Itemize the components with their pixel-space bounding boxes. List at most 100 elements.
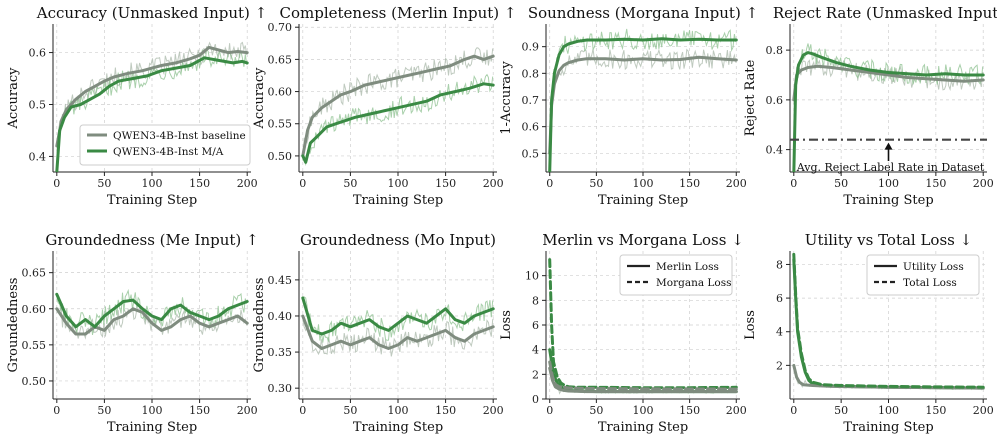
series-line — [301, 82, 495, 164]
plot-area — [792, 43, 985, 172]
y-tick-label: 10 — [525, 270, 539, 283]
y-tick-label: 0.9 — [522, 41, 540, 54]
chart-title: Soundness (Morgana Input) ↑ — [528, 4, 758, 22]
series-line — [792, 252, 985, 389]
y-tick-label: 0.65 — [268, 53, 293, 66]
chart-title: Reject Rate (Unmasked Input) — [773, 4, 997, 22]
plot-area — [55, 288, 249, 340]
legend-label: Morgana Loss — [656, 277, 732, 289]
legend-label: Utility Loss — [903, 261, 964, 273]
chart-title: Merlin vs Morgana Loss ↓ — [542, 231, 744, 249]
x-tick-label: 50 — [589, 177, 603, 190]
reference-line-label: Avg. Reject Label Rate in Dataset — [796, 161, 985, 174]
x-tick-label: 50 — [589, 404, 603, 417]
x-tick-label: 100 — [142, 177, 163, 190]
series-line — [548, 55, 738, 155]
x-tick-label: 200 — [237, 177, 258, 190]
series-line — [55, 292, 249, 329]
series-line — [55, 307, 249, 336]
series-line — [548, 37, 738, 172]
x-tick-label: 150 — [189, 177, 210, 190]
x-tick-label: 150 — [435, 177, 456, 190]
x-tick-label: 150 — [925, 177, 946, 190]
x-tick-label: 200 — [973, 177, 994, 190]
y-tick-label: 0.60 — [268, 86, 293, 99]
raw-trace — [549, 48, 737, 158]
x-tick-label: 100 — [878, 404, 899, 417]
y-tick-label: 0.6 — [766, 94, 784, 107]
y-tick-label: 0.50 — [22, 375, 47, 388]
y-axis-label: 1-Accuracy — [499, 61, 514, 135]
y-tick-label: 0.5 — [29, 98, 47, 111]
chart-title: Completeness (Merlin Input) ↑ — [280, 4, 517, 22]
x-tick-label: 200 — [237, 404, 258, 417]
series-line — [55, 45, 249, 148]
x-tick-label: 0 — [546, 404, 553, 417]
x-tick-label: 0 — [299, 177, 306, 190]
y-tick-label: 4 — [776, 326, 783, 339]
y-tick-label: 0.60 — [22, 303, 47, 316]
series-line — [548, 366, 738, 394]
chart-title: Groundedness (Me Input) ↑ — [45, 231, 258, 249]
x-tick-label: 100 — [142, 404, 163, 417]
x-tick-label: 200 — [483, 177, 504, 190]
series-line — [301, 54, 495, 158]
x-tick-label: 0 — [53, 177, 60, 190]
x-tick-label: 50 — [97, 177, 111, 190]
x-axis-label: Training Step — [843, 193, 933, 208]
y-tick-label: 0.7 — [522, 94, 540, 107]
x-tick-label: 0 — [299, 404, 306, 417]
x-tick-label: 0 — [790, 177, 797, 190]
y-tick-label: 0.8 — [522, 67, 540, 80]
y-tick-label: 0.8 — [766, 44, 784, 57]
legend-box — [79, 124, 251, 166]
chart-title: Accuracy (Unmasked Input) ↑ — [36, 4, 267, 22]
series-line — [792, 51, 985, 172]
plot-area — [301, 296, 495, 357]
y-axis-label: Groundedness — [252, 278, 267, 373]
x-axis-label: Training Step — [107, 193, 197, 208]
y-axis-label: Groundedness — [6, 278, 21, 373]
x-tick-label: 0 — [546, 177, 553, 190]
raw-trace — [302, 296, 494, 343]
legend-label: QWEN3-4B-Inst baseline — [113, 130, 246, 142]
raw-trace — [56, 41, 248, 151]
y-tick-label: 0.4 — [766, 144, 784, 157]
x-axis-label: Training Step — [598, 193, 688, 208]
plot-area — [548, 28, 738, 172]
chart-title: Utility vs Total Loss ↓ — [805, 231, 972, 249]
legend-label: Merlin Loss — [656, 261, 719, 273]
y-tick-label: 2 — [776, 359, 783, 372]
x-tick-label: 150 — [925, 404, 946, 417]
raw-trace — [56, 302, 248, 340]
y-tick-label: 0.5 — [522, 147, 540, 160]
x-axis-label: Training Step — [843, 420, 933, 435]
y-axis-label: Reject Rate — [743, 59, 758, 136]
series-line — [792, 64, 985, 102]
x-tick-label: 100 — [633, 177, 654, 190]
series-line — [301, 296, 495, 336]
y-tick-label: 0.40 — [268, 310, 293, 323]
x-axis-label: Training Step — [353, 420, 443, 435]
y-axis-label: Accuracy — [252, 67, 267, 130]
x-tick-label: 150 — [679, 177, 700, 190]
y-tick-label: 0.55 — [22, 339, 47, 352]
x-tick-label: 50 — [834, 404, 848, 417]
x-tick-label: 0 — [53, 404, 60, 417]
y-tick-label: 6 — [776, 292, 783, 305]
y-tick-label: 0.45 — [268, 274, 293, 287]
y-tick-label: 0 — [532, 393, 539, 406]
series-line — [548, 258, 738, 390]
y-tick-label: 0.30 — [268, 382, 293, 395]
x-tick-label: 100 — [388, 404, 409, 417]
plot-area — [55, 41, 249, 172]
x-tick-label: 50 — [343, 404, 357, 417]
x-tick-label: 200 — [726, 404, 747, 417]
annotation-arrow-head — [884, 142, 893, 150]
